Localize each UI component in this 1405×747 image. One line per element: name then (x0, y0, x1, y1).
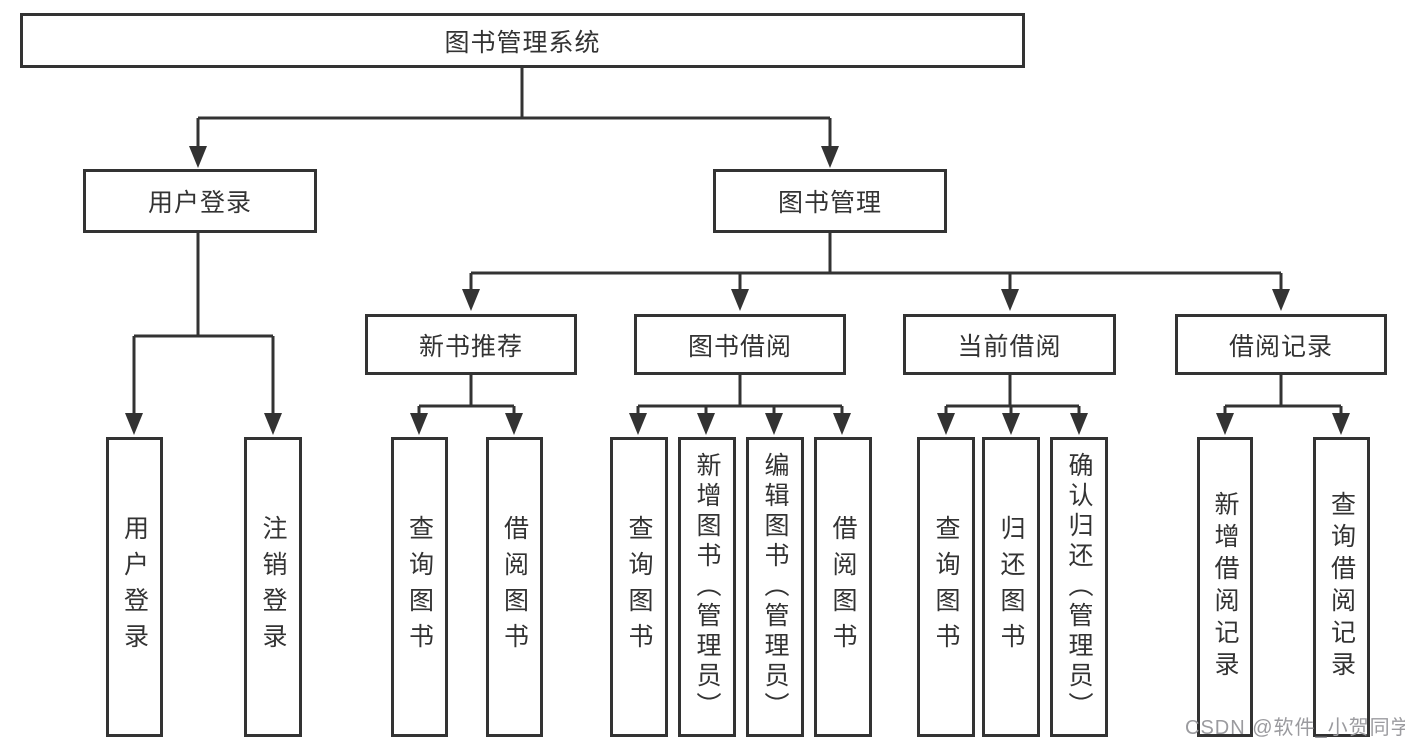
node-label: 归还图书 (997, 515, 1025, 659)
arrowhead (1216, 413, 1234, 435)
leaf-add-book-admin: 新增图书（管理员） (678, 437, 736, 737)
arrowhead (410, 413, 428, 435)
node-root-library-system: 图书管理系统 (20, 13, 1025, 68)
arrowhead (125, 413, 143, 435)
node-label: 用户登录 (147, 189, 252, 217)
arrowhead (629, 413, 647, 435)
arrowhead (1001, 289, 1019, 311)
arrowhead (765, 413, 783, 435)
node-label: 查询图书 (932, 515, 960, 659)
arrowhead (1272, 289, 1290, 311)
node-current-borrowing: 当前借阅 (903, 314, 1116, 375)
node-label: 借阅记录 (1228, 332, 1333, 361)
leaf-query-books: 查询图书 (610, 437, 668, 737)
leaf-edit-book-admin: 编辑图书（管理员） (746, 437, 804, 737)
node-label: 借阅图书 (500, 515, 529, 659)
arrowhead (264, 413, 282, 435)
leaf-return-book: 归还图书 (982, 437, 1040, 737)
arrowhead (1002, 413, 1020, 435)
leaf-add-borrow-record: 新增借阅记录 (1197, 437, 1253, 737)
node-new-book-recommend: 新书推荐 (365, 314, 577, 375)
leaf-query-books: 查询图书 (917, 437, 975, 737)
node-label: 新书推荐 (418, 332, 523, 361)
node-label: 查询借阅记录 (1327, 491, 1356, 683)
arrowhead (937, 413, 955, 435)
node-book-borrowing: 图书借阅 (634, 314, 846, 375)
leaf-borrow-books: 借阅图书 (814, 437, 872, 737)
arrowhead (462, 289, 480, 311)
leaf-borrow-books: 借阅图书 (486, 437, 543, 737)
arrowhead (1070, 413, 1088, 435)
node-label: 注销登录 (259, 515, 287, 659)
node-label: 查询图书 (405, 515, 434, 659)
node-book-management: 图书管理 (713, 169, 947, 233)
node-label: 图书管理系统 (444, 28, 601, 57)
arrowhead (1332, 413, 1350, 435)
arrowhead (505, 413, 523, 435)
node-label: 图书管理 (777, 189, 882, 217)
arrowhead (731, 289, 749, 311)
arrowhead (697, 413, 715, 435)
node-user-login: 用户登录 (83, 169, 317, 233)
node-label: 用户登录 (120, 515, 149, 659)
node-label: 新增图书（管理员） (693, 452, 721, 722)
node-label: 确认归还（管理员） (1065, 452, 1093, 722)
csdn-watermark: CSDN @软件_小贺同学 (1185, 717, 1405, 739)
node-label: 编辑图书（管理员） (761, 452, 789, 722)
node-label: 新增借阅记录 (1211, 491, 1239, 683)
leaf-logout: 注销登录 (244, 437, 302, 737)
arrowhead (833, 413, 851, 435)
node-label: 借阅图书 (829, 515, 857, 659)
connector-book-management-to-groups (469, 233, 1283, 292)
leaf-query-books: 查询图书 (391, 437, 448, 737)
node-label: 图书借阅 (687, 332, 792, 361)
leaf-query-borrow-record: 查询借阅记录 (1313, 437, 1370, 737)
connector-root-to-level2 (196, 68, 832, 150)
connector-user-login-subtree (132, 233, 275, 418)
leaf-confirm-return-admin: 确认归还（管理员） (1050, 437, 1108, 737)
node-label: 当前借阅 (957, 332, 1062, 361)
arrowhead (821, 146, 839, 168)
leaf-user-login: 用户登录 (106, 437, 163, 737)
connector-groups-to-leaves (417, 374, 1343, 418)
node-borrowing-records: 借阅记录 (1175, 314, 1387, 375)
node-label: 查询图书 (625, 515, 653, 659)
arrowhead (189, 146, 207, 168)
